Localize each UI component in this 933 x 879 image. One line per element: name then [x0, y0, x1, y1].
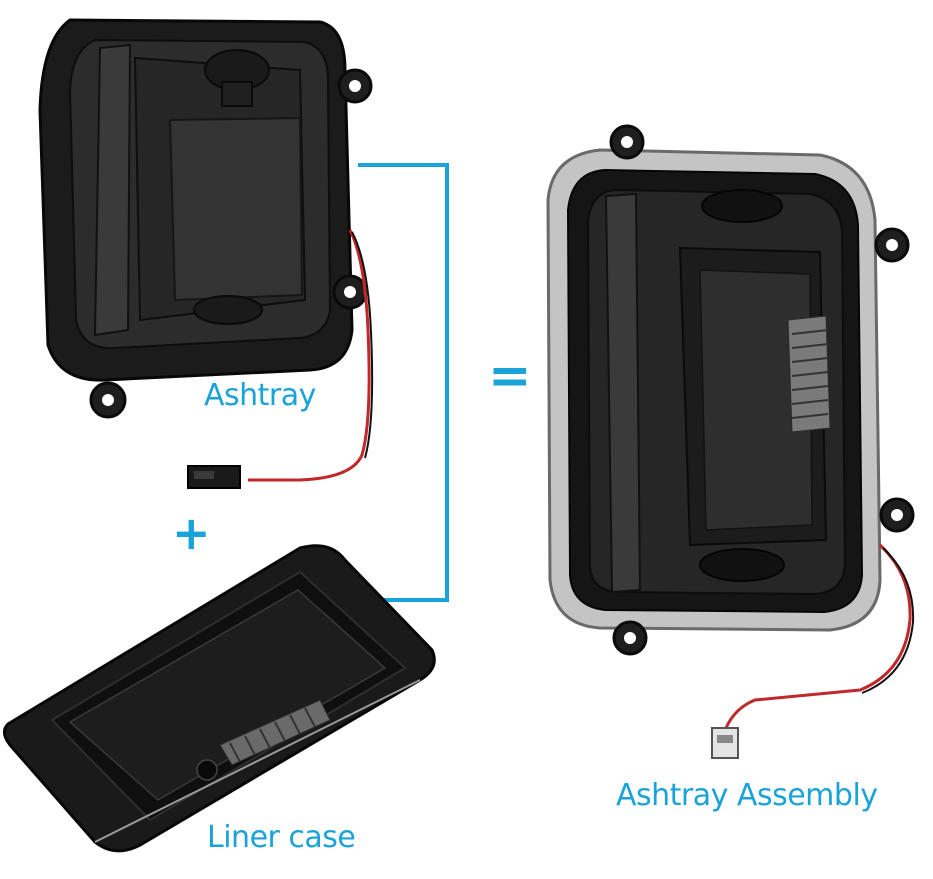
assembly-label: Ashtray Assembly: [616, 778, 878, 813]
liner-grate: [219, 699, 331, 766]
ashtray-assembly-image: [546, 124, 915, 759]
ashtray-image: [38, 18, 374, 489]
liner-case-image: [3, 544, 436, 853]
liner-case-label: Liner case: [207, 820, 356, 855]
plus-sign: +: [172, 506, 211, 560]
ashtray-label: Ashtray: [204, 378, 316, 413]
grouping-bracket: [358, 163, 449, 602]
assembly-grate: [787, 315, 831, 433]
equals-sign: =: [488, 346, 532, 406]
